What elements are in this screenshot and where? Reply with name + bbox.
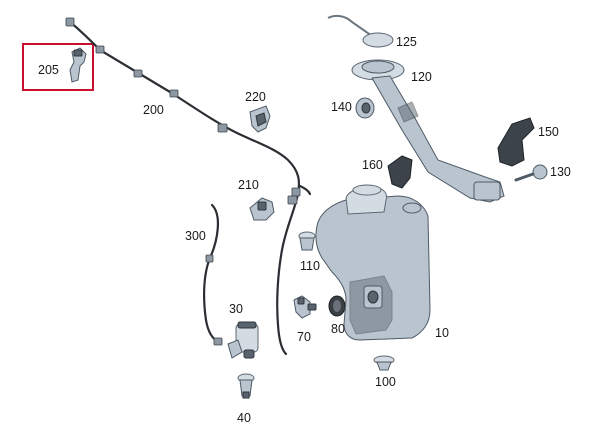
callout-160: 160 xyxy=(362,158,383,172)
part-140-grommet[interactable] xyxy=(355,97,375,119)
callout-110: 110 xyxy=(300,259,320,273)
callout-70: 70 xyxy=(297,330,311,344)
part-210-bracket[interactable] xyxy=(249,197,275,221)
callout-125: 125 xyxy=(396,35,417,49)
callout-210: 210 xyxy=(238,178,259,192)
callout-30: 30 xyxy=(229,302,243,316)
callout-200: 200 xyxy=(143,103,164,117)
part-120-filler-neck[interactable] xyxy=(351,59,505,203)
callout-130: 130 xyxy=(550,165,571,179)
part-160-bracket[interactable] xyxy=(387,155,413,189)
highlight-box-205[interactable] xyxy=(22,43,94,91)
part-200-washer-hose[interactable] xyxy=(65,17,312,356)
callout-300: 300 xyxy=(185,229,206,243)
part-130-screw[interactable] xyxy=(514,164,548,182)
part-110-fitting[interactable] xyxy=(298,231,316,251)
part-100-plug[interactable] xyxy=(373,355,395,371)
part-220-clip[interactable] xyxy=(249,105,271,133)
part-80-grommet[interactable] xyxy=(328,295,346,317)
callout-80: 80 xyxy=(331,322,345,336)
callout-120: 120 xyxy=(411,70,432,84)
callout-140: 140 xyxy=(331,100,352,114)
part-125-cap-seal[interactable] xyxy=(327,14,394,48)
part-40-seal[interactable] xyxy=(237,373,255,399)
callout-100: 100 xyxy=(375,375,396,389)
callout-40: 40 xyxy=(237,411,251,425)
part-70-level-sensor[interactable] xyxy=(293,295,317,319)
part-30-washer-pump[interactable] xyxy=(227,321,259,359)
callout-150: 150 xyxy=(538,125,559,139)
part-10-washer-reservoir[interactable] xyxy=(315,184,431,341)
part-300-hose[interactable] xyxy=(203,203,223,346)
callout-10: 10 xyxy=(435,326,449,340)
callout-205: 205 xyxy=(38,63,59,77)
part-150-support[interactable] xyxy=(497,117,535,167)
part-205-connector[interactable] xyxy=(69,47,87,83)
callout-220: 220 xyxy=(245,90,266,104)
